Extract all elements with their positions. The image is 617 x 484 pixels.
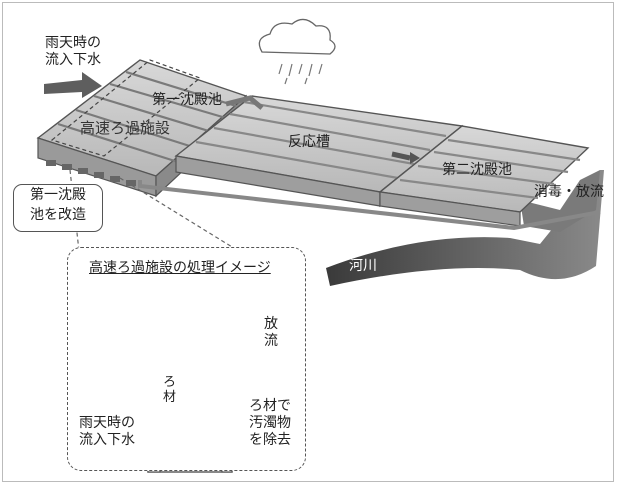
inset-media-2: 材 — [163, 390, 177, 405]
disinfect-label: 消毒・放流 — [534, 184, 604, 200]
inset-discharge-1: 放 — [264, 316, 278, 332]
second-tank-label: 第二沈殿池 — [442, 162, 512, 178]
inset-remove-3: を除去 — [249, 432, 291, 448]
inset-remove-2: 汚濁物 — [249, 415, 291, 431]
inset-media-1: ろ — [163, 375, 177, 390]
river-shape — [326, 170, 604, 286]
flow-pipe — [138, 180, 601, 231]
reactor-tank-block — [174, 95, 464, 208]
rain-cloud-icon — [258, 18, 336, 85]
hs-filter-label: 高速ろ過施設 — [80, 119, 171, 137]
inset-title: 高速ろ過施設の処理イメージ — [89, 260, 271, 276]
callout-line-1: 第一沈殿 — [30, 187, 86, 203]
inflow-arrow-icon — [44, 72, 102, 98]
river-label: 河川 — [349, 258, 377, 274]
inset-inflow-1: 雨天時の — [79, 415, 135, 431]
inset-inflow-2: 流入下水 — [79, 432, 135, 448]
reactor-label: 反応槽 — [288, 134, 330, 150]
inset-panel — [67, 247, 306, 471]
flow-arrow-2 — [391, 151, 411, 161]
rain-inflow-label-1: 雨天時の — [45, 35, 101, 51]
callout-line-2: 池を改造 — [30, 207, 86, 223]
flow-arrow-1 — [225, 95, 264, 110]
flow-arrowhead-icon — [410, 152, 420, 164]
inset-discharge-2: 流 — [264, 333, 278, 349]
callout-box: 第一沈殿 池を改造 — [13, 184, 103, 232]
inset-remove-1: ろ材で — [249, 398, 291, 414]
rain-inflow-label-2: 流入下水 — [45, 52, 101, 68]
first-tank-label: 第一沈殿池 — [152, 92, 222, 108]
lead-line-right — [119, 177, 251, 259]
